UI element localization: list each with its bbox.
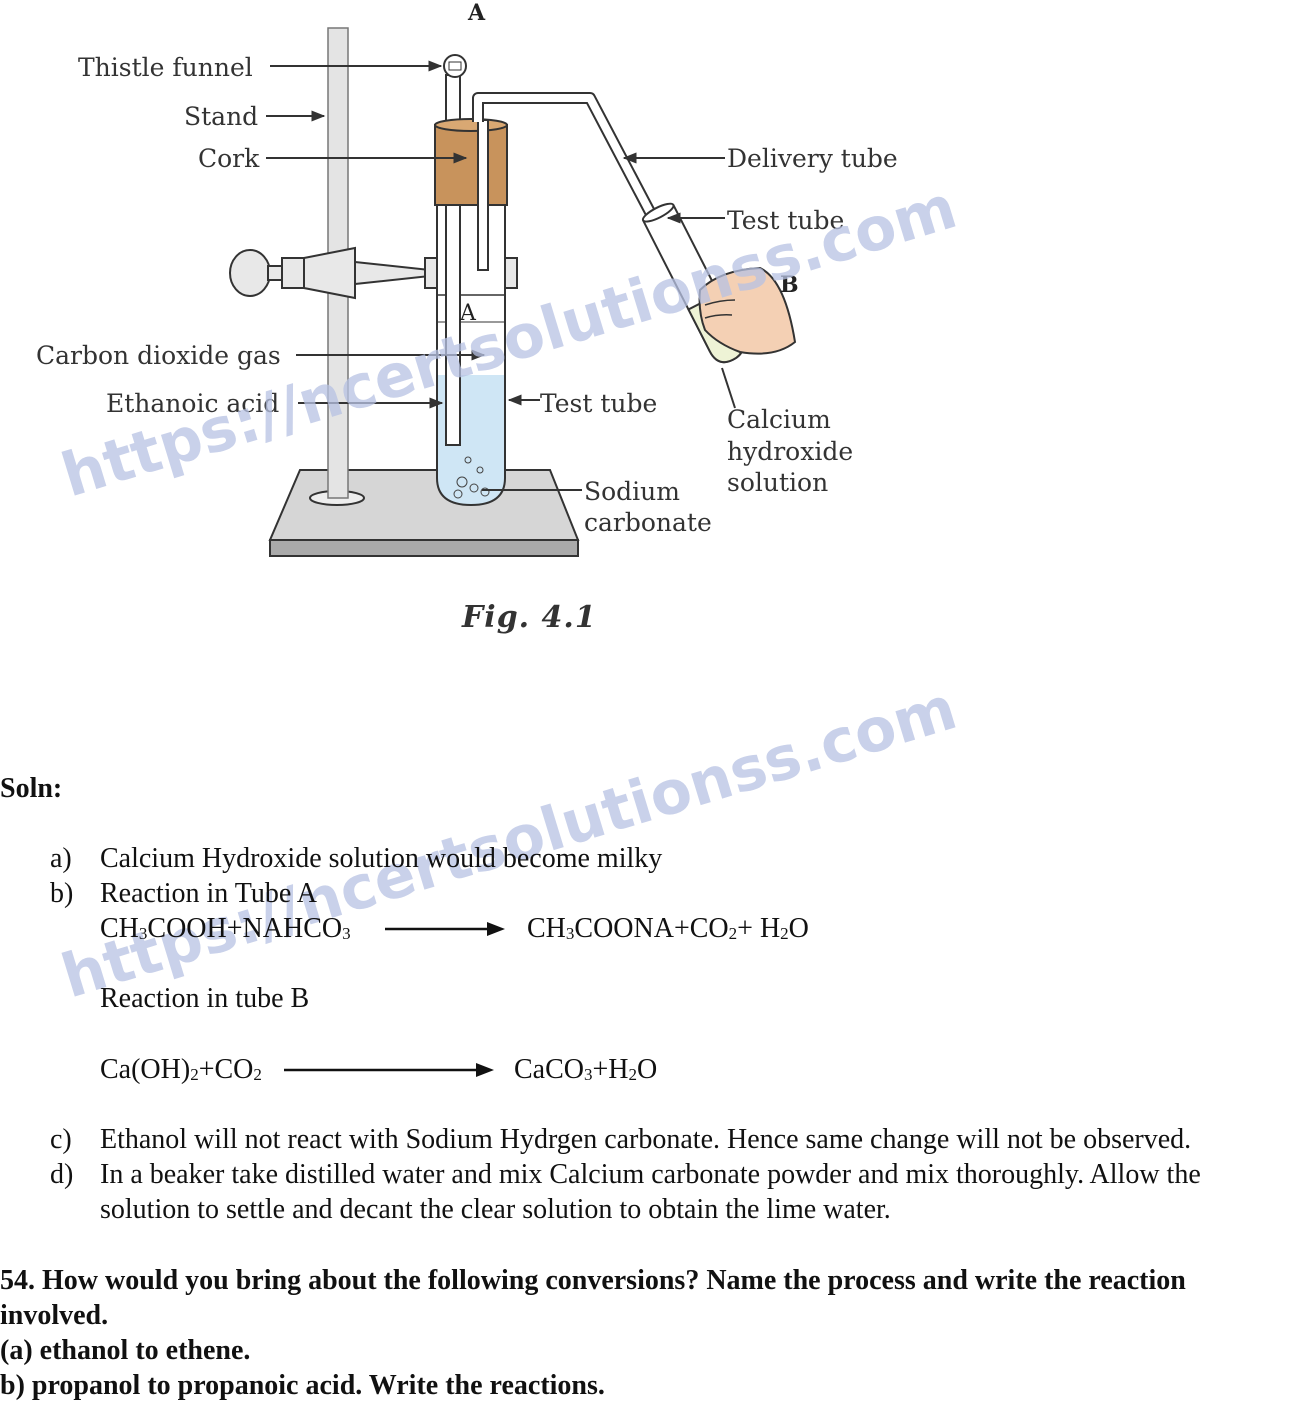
- item-a-text: Calcium Hydroxide solution would become …: [100, 843, 663, 874]
- label-inner-a: A: [459, 301, 477, 326]
- label-b: B: [780, 272, 799, 298]
- cork: [434, 118, 508, 206]
- label-stand: Stand: [184, 102, 258, 131]
- solution-heading: Soln:: [0, 773, 63, 804]
- label-test-tube-b: Test tube: [727, 206, 844, 235]
- label-calcium: Calcium: [727, 405, 831, 434]
- label-sodium: Sodium: [584, 477, 680, 506]
- equation-b-lhs: Ca(OH)2+CO2: [100, 1054, 262, 1085]
- reaction-tube-a-title: Reaction in Tube A: [100, 878, 318, 909]
- label-ethanoic-acid: Ethanoic acid: [106, 389, 279, 418]
- reaction-arrow-b: [284, 1063, 494, 1077]
- label-carbonate: carbonate: [584, 508, 712, 537]
- equation-b-rhs: CaCO3+H2O: [514, 1054, 658, 1085]
- hand: [698, 266, 797, 355]
- equation-a-rhs: CH3COONA+CO2+ H2O: [527, 913, 809, 944]
- item-a-marker: a): [50, 843, 72, 874]
- item-d-line2: solution to settle and decant the clear …: [100, 1194, 891, 1225]
- label-delivery-tube: Delivery tube: [727, 144, 898, 173]
- item-c-marker: c): [50, 1124, 72, 1155]
- label-co2-gas: Carbon dioxide gas: [36, 341, 281, 370]
- question-54-line1: 54. How would you bring about the follow…: [0, 1265, 1186, 1296]
- question-54-part-a: (a) ethanol to ethene.: [0, 1335, 251, 1366]
- clamp: [229, 246, 518, 300]
- item-b-marker: b): [50, 878, 74, 909]
- label-top-a: A: [467, 0, 486, 26]
- label-solution: solution: [727, 468, 828, 497]
- figure-caption: Fig. 4.1: [461, 600, 597, 635]
- item-d-line1: In a beaker take distilled water and mix…: [100, 1159, 1201, 1190]
- reaction-arrow-a: [385, 922, 505, 936]
- reaction-tube-b-title: Reaction in tube B: [100, 983, 310, 1014]
- equation-a-lhs: CH3COOH+NAHCO3: [100, 913, 351, 944]
- item-c-text: Ethanol will not react with Sodium Hydrg…: [100, 1124, 1192, 1155]
- label-thistle-funnel: Thistle funnel: [78, 53, 253, 82]
- label-cork: Cork: [198, 144, 260, 173]
- label-test-tube-a: Test tube: [540, 389, 657, 418]
- label-hydroxide: hydroxide: [727, 437, 853, 466]
- item-d-marker: d): [50, 1159, 74, 1190]
- apparatus-figure: A Thistle funnel Stand Cork Carbon dioxi…: [36, 0, 964, 635]
- question-54-part-b: b) propanol to propanoic acid. Write the…: [0, 1370, 605, 1401]
- stand-base: [268, 469, 580, 557]
- question-54-line2: involved.: [0, 1300, 109, 1331]
